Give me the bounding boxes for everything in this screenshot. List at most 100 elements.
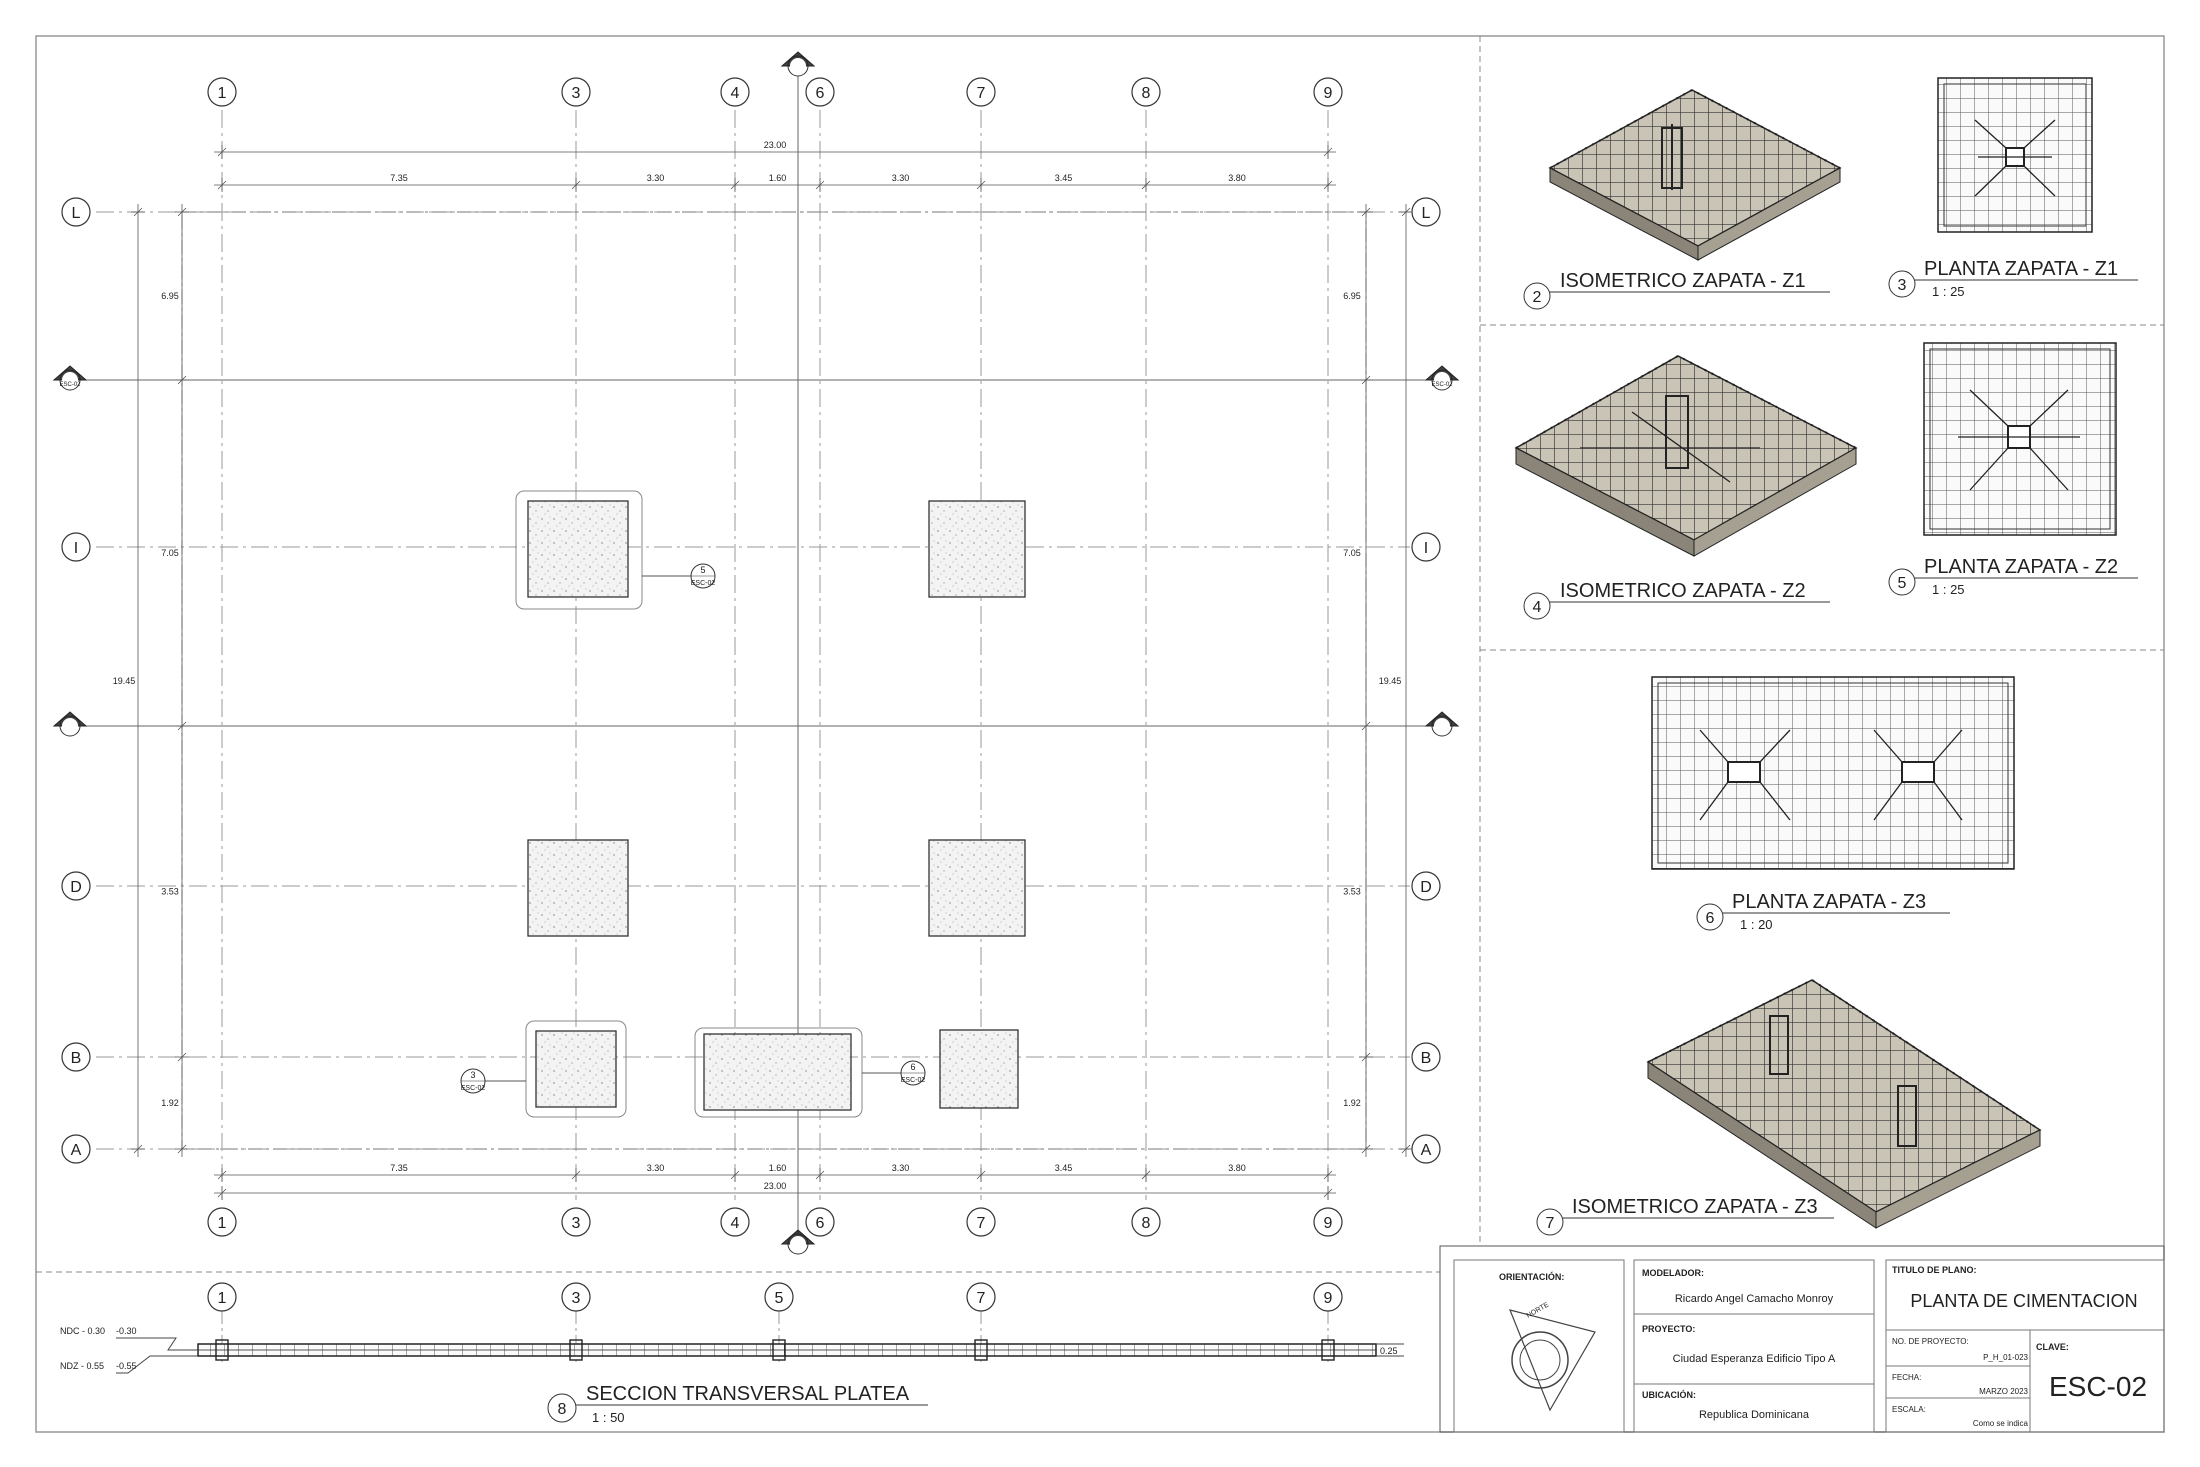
svg-text:L: L <box>1422 205 1431 222</box>
view-8-num: 8 <box>558 1401 567 1418</box>
ndc-level-marker: NDC - 0.30 -0.30 <box>60 1326 198 1351</box>
elevation-marker-6[interactable] <box>780 1229 816 1255</box>
svg-text:B: B <box>1421 1050 1432 1067</box>
planta-zapata-z2 <box>1923 342 2117 536</box>
ndz-value: -0.55 <box>116 1361 137 1371</box>
elevation-marker-5[interactable] <box>780 51 816 77</box>
ndc-label: NDC - 0.30 <box>60 1326 105 1336</box>
no-proyecto-value: P_H_01-023 <box>1983 1353 2028 1362</box>
grid-bubble-6-bottom: 6 <box>805 1207 835 1237</box>
titulo-value: PLANTA DE CIMENTACION <box>1910 1291 2137 1311</box>
svg-text:A: A <box>1421 1142 1432 1159</box>
svg-text:4: 4 <box>731 85 740 102</box>
view-6-title: PLANTA ZAPATA - Z3 <box>1732 891 1926 913</box>
ubicacion-label: UBICACIÓN: <box>1642 1389 1696 1400</box>
view-3-num: 3 <box>1898 277 1907 294</box>
escala-value: Como se indica <box>1973 1419 2029 1428</box>
elevation-marker-4[interactable] <box>1424 711 1460 737</box>
escala-label: ESCALA: <box>1892 1405 1926 1414</box>
dim-top-span-5: 3.80 <box>1228 173 1246 183</box>
title-block <box>1439 1245 2165 1433</box>
titulo-label: TITULO DE PLANO: <box>1892 1265 1977 1275</box>
footing-b7 <box>939 1029 1019 1109</box>
north-arrow: NORTE <box>1509 1301 1596 1412</box>
isometric-zapata-z3 <box>1646 978 2042 1229</box>
dim-left-span-0: 6.95 <box>161 291 179 301</box>
grid-bubble-6-top: 6 <box>805 77 835 107</box>
svg-text:I: I <box>1424 540 1428 557</box>
grid-bubble-B-right: B <box>1411 1042 1441 1072</box>
svg-text:7: 7 <box>977 85 986 102</box>
fecha-label: FECHA: <box>1892 1373 1921 1382</box>
svg-text:D: D <box>70 879 82 896</box>
orientacion-label: ORIENTACIÓN: <box>1499 1271 1564 1282</box>
view-title-4: 4 ISOMETRICO ZAPATA - Z2 <box>1523 580 1830 620</box>
elevation-marker-1[interactable]: ESC-02 <box>52 365 88 391</box>
grid-bubble-D-left: D <box>61 871 91 901</box>
section-tag-6[interactable]: 6 ESC-02 <box>862 1060 926 1086</box>
dim-overall-width-top: 23.00 <box>764 140 787 150</box>
dim-bottom-span-5: 3.80 <box>1228 1163 1246 1173</box>
dim-right-span-1: 7.05 <box>1343 548 1361 558</box>
grid-bubble-7-top: 7 <box>966 77 996 107</box>
dim-left-span-2: 3.53 <box>161 887 179 897</box>
footing-d3 <box>527 839 629 937</box>
grid-bubble-8-top: 8 <box>1131 77 1161 107</box>
svg-text:3: 3 <box>572 1215 581 1232</box>
grid-bubble-I-right: I <box>1411 532 1441 562</box>
svg-text:1: 1 <box>218 1290 227 1307</box>
svg-text:L: L <box>72 205 81 222</box>
dim-overall-height-right: 19.45 <box>1379 676 1402 686</box>
dim-top-span-1: 3.30 <box>647 173 665 183</box>
grid-bubble-D-right: D <box>1411 871 1441 901</box>
view-4-num: 4 <box>1533 599 1542 616</box>
svg-text:3: 3 <box>572 85 581 102</box>
view-8-scale: 1 : 50 <box>592 1410 625 1425</box>
slab-outline <box>181 211 1367 1150</box>
footing-z1-outline <box>525 1020 627 1118</box>
svg-text:5: 5 <box>775 1290 784 1307</box>
grid-bubble-9-top: 9 <box>1313 77 1343 107</box>
section-grid-bubble-9: 9 <box>1313 1282 1343 1312</box>
svg-text:9: 9 <box>1324 1215 1333 1232</box>
grid-bubble-1-top: 1 <box>207 77 237 107</box>
svg-text:6: 6 <box>816 85 825 102</box>
svg-text:B: B <box>71 1050 82 1067</box>
svg-text:1: 1 <box>218 1215 227 1232</box>
isometric-zapata-z2 <box>1514 354 1858 557</box>
dim-right-span-2: 3.53 <box>1343 887 1361 897</box>
no-proyecto-label: NO. DE PROYECTO: <box>1892 1337 1969 1346</box>
dim-top-span-4: 3.45 <box>1055 173 1073 183</box>
planta-zapata-z1 <box>1937 77 2093 233</box>
section-tag-3[interactable]: 3 ESC-02 <box>460 1068 526 1094</box>
grid-bubble-A-left: A <box>61 1134 91 1164</box>
view-4-title: ISOMETRICO ZAPATA - Z2 <box>1560 580 1806 602</box>
view-2-title: ISOMETRICO ZAPATA - Z1 <box>1560 270 1806 292</box>
dim-right-span-0: 6.95 <box>1343 291 1361 301</box>
dim-bottom-span-2: 1.60 <box>769 1163 787 1173</box>
elevation-marker-2[interactable]: ESC-02 <box>1424 365 1460 391</box>
grid-bubble-L-right: L <box>1411 197 1441 227</box>
elevation-marker-3[interactable] <box>52 711 88 737</box>
section-tag-5[interactable]: 5 ESC-02 <box>642 563 716 589</box>
grid-bubble-1-bottom: 1 <box>207 1207 237 1237</box>
section-grid-bubble-1: 1 <box>207 1282 237 1312</box>
dim-bottom-span-4: 3.45 <box>1055 1163 1073 1173</box>
grid-bubble-B-left: B <box>61 1042 91 1072</box>
svg-text:6: 6 <box>816 1215 825 1232</box>
isometric-zapata-z1 <box>1548 88 1842 261</box>
view-3-scale: 1 : 25 <box>1932 284 1965 299</box>
dim-top-span-2: 1.60 <box>769 173 787 183</box>
clave-value: ESC-02 <box>2049 1371 2147 1402</box>
view-7-title: ISOMETRICO ZAPATA - Z3 <box>1572 1196 1818 1218</box>
ubicacion-value: Republica Dominicana <box>1699 1409 1810 1421</box>
view-6-scale: 1 : 20 <box>1740 917 1773 932</box>
section-tag-5-sheet: ESC-02 <box>691 580 716 587</box>
view-5-scale: 1 : 25 <box>1932 582 1965 597</box>
grid-bubble-4-bottom: 4 <box>720 1207 750 1237</box>
dim-overall-height-left: 19.45 <box>113 676 136 686</box>
grid-bubble-3-bottom: 3 <box>561 1207 591 1237</box>
